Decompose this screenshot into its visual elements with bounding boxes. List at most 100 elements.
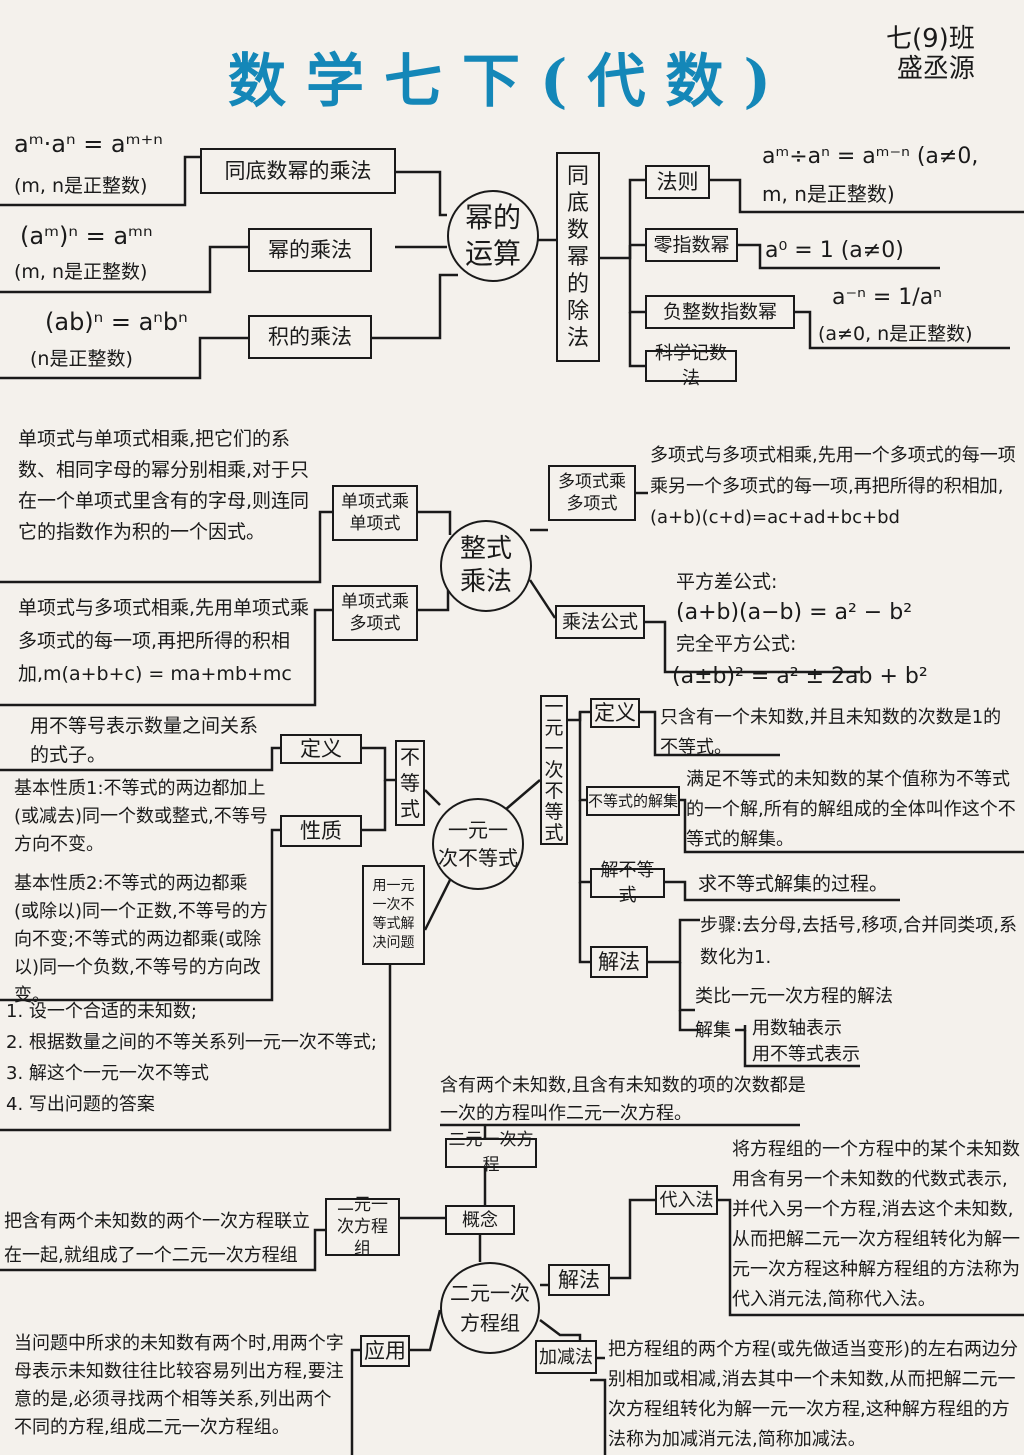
ineq-r-definition-box: 定义 [590,698,640,728]
author-info: 七(9)班 盛丞源 [886,24,975,84]
ineq-center-line2: 次不等式 [438,846,518,870]
negative-exponent-note: (a≠0, n是正整数) [818,323,973,345]
division-rule-note: m, n是正整数) [762,182,895,206]
division-char: 底 [566,190,589,216]
system-center-node: 二元一次方程组 [440,1262,540,1354]
ineq-r-solution-text: 满足不等式的未知数的某个值称为不等式的一个解,所有的解组成的全体叫作这个不等式的… [686,769,1016,850]
zero-exponent-box: 零指数幂 [645,228,738,262]
division-char: 除 [566,298,589,324]
multiply-center-line2: 乘法 [459,567,512,597]
division-rule-formula: aᵐ÷aⁿ = aᵐ⁻ⁿ (a≠0, [762,144,979,169]
ineq-property-box: 性质 [280,815,362,847]
mono-poly-box: 单项式乘多项式 [332,585,418,641]
system-sys-box: 二元一次方程组 [325,1195,400,1259]
division-char: 同 [566,163,589,189]
negative-exponent-formula: a⁻ⁿ = 1/aⁿ [832,285,942,310]
division-rule-box: 法则 [645,165,710,199]
ineq-method-set-label: 解集 [695,1020,731,1041]
poly-poly-box: 多项式乘多项式 [548,465,636,521]
mono-mono-text: 单项式与单项式相乘,把它们的系数、相同字母的幂分别相乘,对于只在一个单项式里含有… [18,428,310,543]
ineq-r-method-box: 解法 [590,946,648,978]
ineq-method-set1: 用数轴表示 [752,1018,842,1039]
power-center-line1: 幂的 [464,201,521,234]
ineq-r-definition-text: 只含有一个未知数,并且未知数的次数是1的不等式。 [660,707,1002,758]
step-item: 1. 设一个合适的未知数; [6,1001,197,1022]
ineq-property2-text: 基本性质2:不等式的两边都乘(或除以)同一个正数,不等号的方向不变;不等式的两边… [14,873,268,1006]
system-sys-definition: 把含有两个未知数的两个一次方程联立在一起,就组成了一个二元一次方程组 [4,1211,310,1266]
ineq-r-solution-box: 不等式的解集 [586,786,680,816]
power-division-box: 同 底 数 幂 的 除 法 [556,152,600,362]
zero-exponent-formula: a⁰ = 1 (a≠0) [765,238,904,263]
author-name: 盛丞源 [896,54,975,84]
ineq-r-solve-box: 解不等式 [590,860,665,906]
poly-poly-text: 多项式与多项式相乘,先用一个多项式的每一项乘另一个多项式的每一项,再把所得的积相… [650,445,1016,528]
diff-squares-title: 平方差公式: [676,571,778,593]
power-rule2-formula: (aᵐ)ⁿ = aᵐⁿ [20,222,153,250]
ineq-definition-box: 定义 [280,734,362,764]
page-title: 数学七下(代数) [228,47,791,115]
group-char: 式 [544,821,564,844]
power-rule2-note: (m, n是正整数) [14,261,148,283]
division-char: 法 [566,325,589,351]
power-rule3-box: 积的乘法 [248,315,372,359]
multiply-center-node: 整式乘法 [440,520,532,612]
perfect-square-formula: (a±b)² = a² ± 2ab + b² [672,664,928,689]
power-rule3-note: (n是正整数) [30,348,133,370]
elimination-box: 加减法 [535,1340,597,1374]
system-concept-box: 概念 [445,1205,515,1235]
mono-poly-text: 单项式与多项式相乘,先用单项式乘多项式的每一项,再把所得的积相加,m(a+b+c… [18,597,310,685]
ineq-application-box: 用一元一次不等式解决问题 [362,865,425,965]
mono-mono-box: 单项式乘单项式 [332,485,418,541]
ineq-method-analogy: 类比一元一次方程的解法 [695,986,893,1007]
system-center-line1: 二元一次 [450,1281,530,1305]
power-center-line2: 运算 [464,237,521,270]
perfect-square-title: 完全平方公式: [676,633,797,655]
power-rule1-note: (m, n是正整数) [14,175,148,197]
scientific-notation-box: 科学记数法 [645,343,737,389]
ineq-r-solve-text: 求不等式解集的过程。 [698,873,889,895]
group-char: 一 [544,695,564,718]
division-char: 的 [566,271,589,297]
power-rule1-formula: aᵐ·aⁿ = aᵐ⁺ⁿ [14,130,163,158]
division-char: 数 [566,217,589,243]
group-char: 不 [400,745,420,769]
power-rule2-box: 幂的乘法 [248,228,372,272]
ineq-application-steps: 1. 设一个合适的未知数; 2. 根据数量之间的不等关系列一元一次不等式; 3.… [6,996,386,1120]
ineq-right-group-box: 一 元 一 次 不 等 式 [540,695,568,845]
group-char: 等 [544,800,564,823]
power-center-node: 幂的运算 [447,190,539,282]
multiply-center-line1: 整式 [459,534,512,564]
group-char: 元 [544,716,564,739]
group-char: 次 [544,758,564,781]
ineq-center-line1: 一元一 [448,818,508,842]
system-apply-text: 当问题中所求的未知数有两个时,用两个字母表示未知数往往比较容易列出方程,要注意的… [14,1333,344,1438]
division-char: 幂 [566,244,589,270]
group-char: 一 [544,737,564,760]
mult-formula-box: 乘法公式 [555,605,645,639]
ineq-definition-text: 用不等号表示数量之间关系的式子。 [30,715,259,766]
ineq-method-steps: 步骤:去分母,去括号,移项,合并同类项,系数化为1. [700,915,1017,968]
ineq-left-group-box: 不 等 式 [395,740,425,826]
power-rule1-box: 同底数幂的乘法 [200,148,396,194]
diff-squares-formula: (a+b)(a−b) = a² − b² [676,600,913,625]
system-apply-box: 应用 [360,1335,410,1367]
substitution-box: 代入法 [655,1185,718,1215]
group-char: 不 [544,779,564,802]
step-item: 2. 根据数量之间的不等关系列一元一次不等式; [6,1032,377,1053]
ineq-property1-text: 基本性质1:不等式的两边都加上(或减去)同一个数或整式,不等号方向不变。 [14,778,268,855]
ineq-method-set2: 用不等式表示 [752,1044,860,1065]
substitution-text: 将方程组的一个方程中的某个未知数用含有另一个未知数的代数式表示,并代入另一个方程… [732,1139,1020,1310]
system-eq-definition: 含有两个未知数,且含有未知数的项的次数都是一次的方程叫作二元一次方程。 [440,1075,806,1124]
system-center-line2: 方程组 [460,1311,520,1335]
group-char: 等 [400,771,420,795]
group-char: 式 [400,797,420,821]
negative-exponent-box: 负整数指数幂 [645,295,795,329]
step-item: 3. 解这个一元一次不等式 [6,1063,209,1084]
step-item: 4. 写出问题的答案 [6,1094,155,1115]
system-solve-box: 解法 [548,1264,610,1296]
power-rule3-formula: (ab)ⁿ = aⁿbⁿ [45,308,188,336]
elimination-text: 把方程组的两个方程(或先做适当变形)的左右两边分别相加或相减,消去其中一个未知数… [608,1339,1019,1450]
system-eq-box: 二元一次方程 [445,1130,537,1175]
author-class: 七(9)班 [886,24,975,54]
